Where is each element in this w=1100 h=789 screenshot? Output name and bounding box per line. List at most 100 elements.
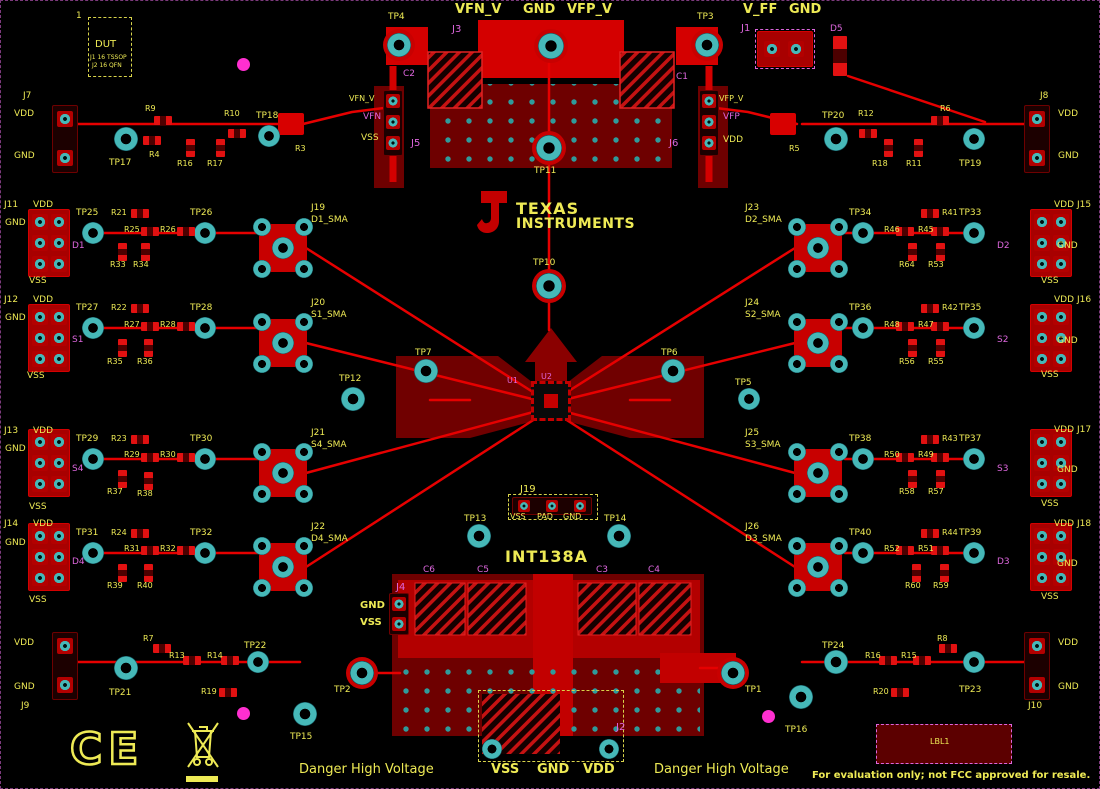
- pin-j17: [1053, 434, 1069, 450]
- silk-label-u2: U2: [541, 372, 552, 381]
- silk-label-vss: VSS: [29, 276, 47, 286]
- silk-label-r41: R41: [942, 208, 958, 217]
- silk-label-j14: J14: [4, 519, 19, 529]
- pin-j12: [51, 330, 67, 346]
- pin-j10: [1029, 677, 1045, 693]
- silk-label-gnd: GND: [563, 512, 582, 521]
- testpoint-tp34: [852, 222, 874, 244]
- silk-label-j17: J17: [1077, 425, 1092, 435]
- component-r42: [921, 303, 939, 313]
- silk-label-j24: J24: [745, 298, 760, 308]
- sma-corner-pad: [830, 218, 848, 236]
- silk-label-s4-sma: S4_SMA: [311, 440, 347, 450]
- silk-label-r8: R8: [937, 634, 948, 643]
- pin-j13: [32, 476, 48, 492]
- silk-label-vss: VSS: [491, 762, 520, 777]
- silk-label-tp15: TP15: [290, 732, 313, 742]
- pin-j19-center: [518, 500, 530, 512]
- pin-j6: [702, 115, 716, 129]
- pin-j4: [392, 617, 406, 631]
- testpoint-tp1: [721, 661, 745, 685]
- component-r24: [131, 528, 149, 538]
- silk-label-tp1: TP1: [745, 685, 762, 695]
- testpoint-tp23: [963, 651, 985, 673]
- testpoint-tp36: [852, 317, 874, 339]
- silk-label-c3: C3: [596, 565, 609, 575]
- silk-label-vss: VSS: [1041, 370, 1059, 380]
- sma-corner-pad: [295, 443, 313, 461]
- component-r40: [143, 564, 153, 582]
- pin-j4: [392, 597, 406, 611]
- sma-corner-pad: [295, 260, 313, 278]
- silk-label-r22: R22: [111, 303, 127, 312]
- sma-corner-pad: [253, 218, 271, 236]
- pin-j1: [764, 41, 780, 57]
- silk-label-d1: D1: [72, 241, 85, 251]
- silk-label-r60: R60: [905, 581, 921, 590]
- silk-label-tp20: TP20: [822, 111, 845, 121]
- silk-label-r10: R10: [224, 109, 240, 118]
- outline-box: [876, 724, 1012, 764]
- sma-corner-pad: [830, 485, 848, 503]
- silk-label-gnd: GND: [5, 218, 26, 228]
- pin-j18: [1034, 570, 1050, 586]
- silk-label-vss: VSS: [361, 133, 379, 143]
- silk-label-r27: R27: [124, 320, 140, 329]
- silk-label-r37: R37: [107, 487, 123, 496]
- ti-logo-icon: [477, 191, 507, 233]
- component-r28: [177, 321, 195, 331]
- silk-label-vss: VSS: [1041, 592, 1059, 602]
- pin-j1: [788, 41, 804, 57]
- silk-label-r21: R21: [111, 208, 127, 217]
- testpoint-tp25: [82, 222, 104, 244]
- silk-label-j23: J23: [745, 203, 760, 213]
- silk-label-vdd: VDD: [33, 200, 54, 210]
- pin-j11: [32, 256, 48, 272]
- silk-label-tp11: TP11: [534, 166, 557, 176]
- silk-label-gnd: GND: [5, 313, 26, 323]
- silk-label-gnd: GND: [5, 538, 26, 548]
- sma-corner-pad: [788, 485, 806, 503]
- component-r50: [896, 452, 914, 462]
- silk-label-tp23: TP23: [959, 685, 982, 695]
- silk-label-gnd: GND: [523, 2, 556, 17]
- component-r37: [117, 470, 127, 488]
- fiducial-dot: [761, 709, 775, 723]
- sma-corner-pad: [295, 218, 313, 236]
- pin-j16: [1034, 309, 1050, 325]
- silk-label-tp39: TP39: [959, 528, 982, 538]
- silk-label-j2: J2: [616, 722, 626, 733]
- silk-label-gnd: GND: [537, 762, 570, 777]
- silk-label-tp38: TP38: [849, 434, 872, 444]
- pin-j14: [32, 570, 48, 586]
- component-r13: [183, 655, 201, 665]
- silk-label-tp37: TP37: [959, 434, 982, 444]
- fiducial-dot: [236, 706, 250, 720]
- pin-j7: [57, 111, 73, 127]
- pad-r5: [770, 113, 796, 135]
- silk-label-tp4: TP4: [388, 12, 405, 22]
- testpoint-tp31: [82, 542, 104, 564]
- pin-j18: [1034, 549, 1050, 565]
- testpoint-tp7: [414, 359, 438, 383]
- silk-label-r44: R44: [942, 528, 958, 537]
- pin-j11: [51, 214, 67, 230]
- silk-label-r3: R3: [295, 144, 306, 153]
- silk-label-r17: R17: [207, 159, 223, 168]
- silk-label-vdd: VDD: [33, 295, 54, 305]
- component-r27: [141, 321, 159, 331]
- silk-label-gnd: GND: [789, 2, 822, 17]
- silk-label-d5: D5: [830, 24, 843, 34]
- silk-label-s4: S4: [72, 464, 84, 474]
- silk-label-vss: VSS: [1041, 276, 1059, 286]
- pin-j8: [1029, 111, 1045, 127]
- testpoint-tp16: [789, 685, 813, 709]
- outline-box: [755, 29, 815, 69]
- component-r48: [896, 321, 914, 331]
- component-r32: [177, 545, 195, 555]
- silk-label-r32: R32: [160, 544, 176, 553]
- component-r43: [921, 434, 939, 444]
- silk-label-for-evaluation-only-not-fcc-approved-for-resale-: For evaluation only; not FCC approved fo…: [812, 770, 1091, 781]
- testpoint-tp35: [963, 317, 985, 339]
- pin-j6: [702, 136, 716, 150]
